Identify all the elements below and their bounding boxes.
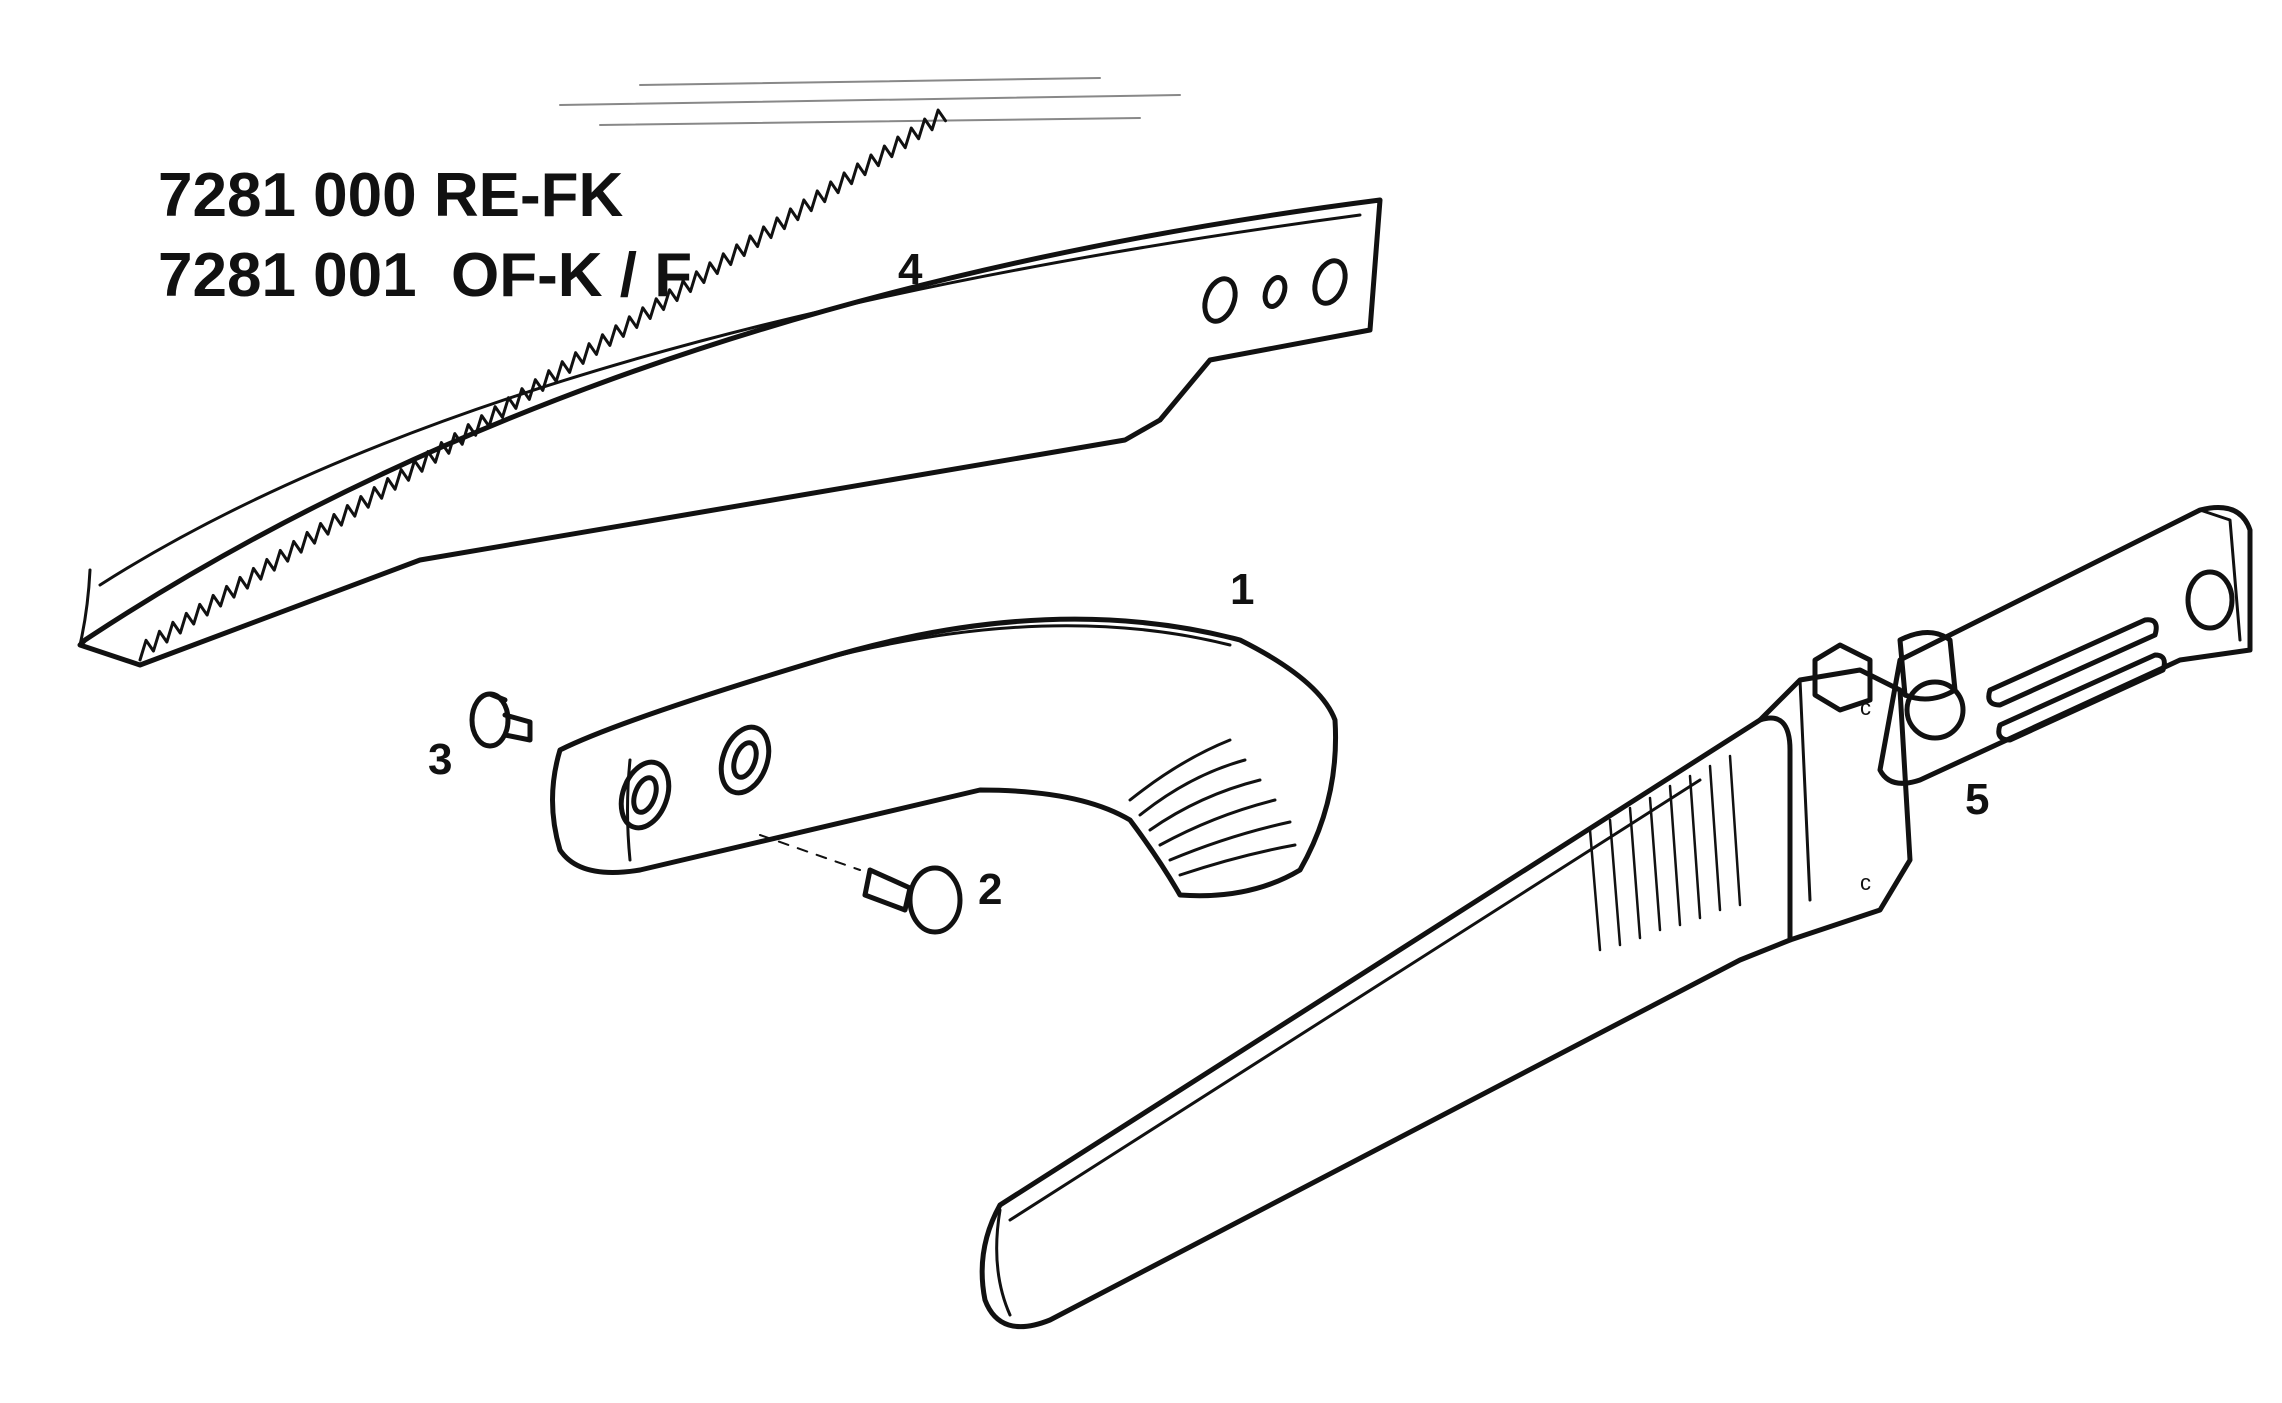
callout-part-4: 4	[898, 245, 923, 294]
bolt-part	[759, 834, 963, 935]
callout-part-1: 1	[1230, 565, 1255, 614]
folding-handle-part: c c	[979, 505, 2253, 1330]
scan-smudge	[559, 77, 1181, 126]
model-number-line-1: 7281 000 RE-FK	[158, 161, 624, 230]
handle-cover-part	[550, 616, 1339, 899]
svg-text:c: c	[1860, 870, 1871, 895]
small-screw-part	[469, 691, 533, 749]
svg-text:c: c	[1860, 695, 1871, 720]
model-number-line-2: 7281 001 OF-K / F	[158, 241, 693, 310]
callout-part-2: 2	[978, 865, 1003, 914]
callout-part-5: 5	[1965, 775, 1990, 824]
callout-part-3: 3	[428, 735, 453, 784]
saw-blade-part	[77, 108, 1383, 668]
